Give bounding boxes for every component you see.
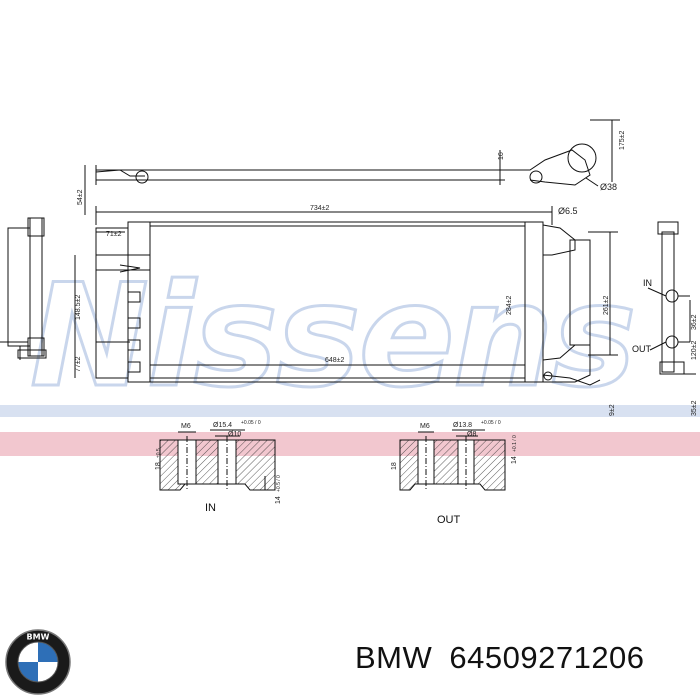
- in-inner-dia: Ø10: [228, 431, 241, 438]
- watermark-band-blue: [0, 405, 700, 417]
- out-height: 14: [511, 456, 518, 464]
- in-bore-dia: Ø15.4: [213, 422, 232, 429]
- in-depth: 18: [155, 462, 162, 470]
- brand-name: BMW: [355, 640, 433, 675]
- dim-148-5: 148.5±2: [75, 295, 82, 320]
- in-height: 14: [275, 496, 282, 504]
- dim-77: 77±2: [75, 356, 82, 372]
- out-thread: M6: [420, 423, 430, 430]
- out-section-label: OUT: [437, 514, 461, 526]
- in-section-label: IN: [205, 502, 216, 514]
- dim-dia-6-5: Ø6.5: [558, 206, 578, 216]
- watermark-nissens: Nissens: [30, 254, 634, 419]
- top-view: [84, 119, 620, 215]
- dim-36: 36±2: [691, 314, 698, 330]
- dim-left-vertical: 54±2: [77, 189, 84, 205]
- dim-bracket-16: 16: [498, 152, 505, 160]
- dim-35: 35±2: [691, 400, 698, 416]
- out-height-tol: +0.1 / 0: [512, 435, 518, 452]
- dim-width-648: 648±2: [325, 357, 345, 364]
- left-side-view: [0, 217, 47, 360]
- in-section-detail: [159, 429, 276, 491]
- out-inner-dia: Ø8: [467, 431, 476, 438]
- watermark-band-pink: [0, 432, 700, 456]
- in-height-tol: +0.5 / 0: [276, 475, 282, 492]
- right-out-label: OUT: [632, 344, 652, 354]
- dim-9: 9±2: [609, 404, 616, 416]
- out-bore-dia: Ø13.8: [453, 422, 472, 429]
- bmw-logo-lettering: BMW: [27, 633, 50, 642]
- dim-height-284: 284±2: [506, 295, 513, 315]
- in-depth-tol: ±0.5: [156, 448, 162, 458]
- bmw-roundel-logo: BMW: [5, 629, 71, 695]
- front-view: [74, 206, 618, 386]
- right-in-label: IN: [643, 278, 652, 288]
- dim-261: 261±2: [603, 295, 610, 315]
- dim-top-right-vertical: 175±2: [619, 130, 626, 150]
- part-number: 64509271206: [449, 640, 645, 675]
- in-bore-tol: +0.05 / 0: [241, 420, 261, 426]
- dim-120: 120±2: [691, 340, 698, 360]
- part-caption: BMW 64509271206: [355, 640, 695, 684]
- out-depth: 18: [391, 462, 398, 470]
- out-section-detail: [399, 429, 506, 491]
- out-bore-tol: +0.05 / 0: [481, 420, 501, 426]
- in-thread: M6: [181, 423, 191, 430]
- dim-71: 71±2: [106, 231, 122, 238]
- dim-dia-38: Ø38: [600, 182, 617, 192]
- right-side-view: [647, 221, 696, 375]
- dim-width-734: 734±2: [310, 205, 330, 212]
